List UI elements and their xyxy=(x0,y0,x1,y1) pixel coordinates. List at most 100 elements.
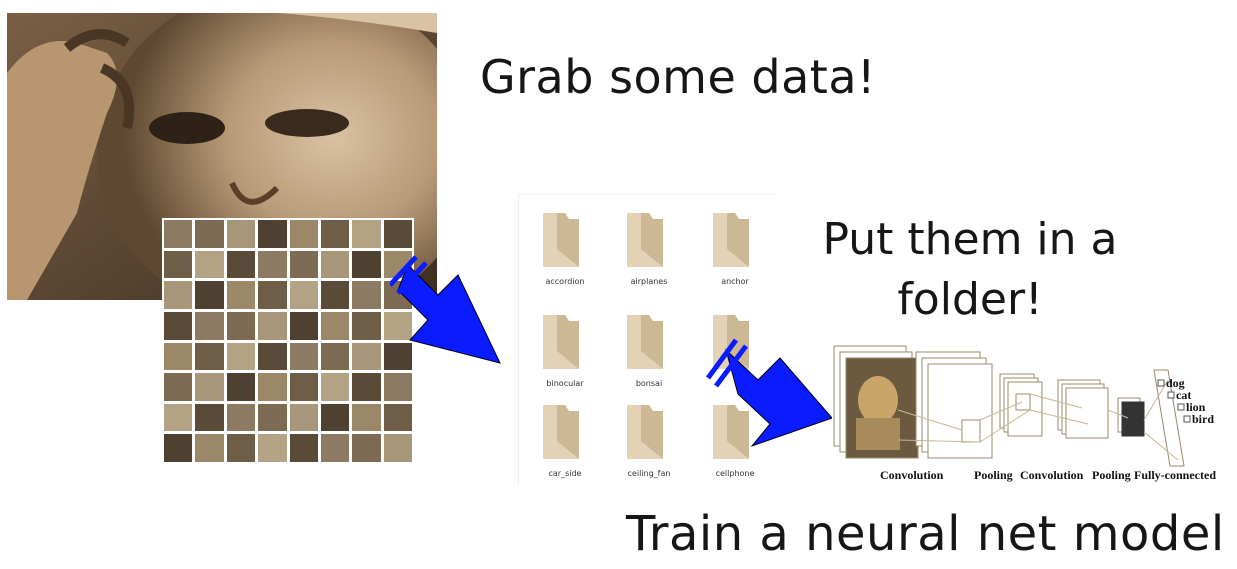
folder-item[interactable]: airplanes xyxy=(609,209,689,299)
thumbnail-image xyxy=(352,434,381,462)
folder-label: binocular xyxy=(546,379,584,388)
thumbnail-image xyxy=(195,311,224,340)
class-label: lion xyxy=(1186,400,1206,414)
thumbnail-image xyxy=(164,342,193,371)
thumbnail-image xyxy=(258,281,287,309)
folder-item[interactable]: bonsai xyxy=(609,311,689,401)
thumbnail-image xyxy=(289,311,318,340)
arrow-to-model-icon xyxy=(706,338,833,448)
headline-grab-data: Grab some data! xyxy=(480,50,876,104)
folder-icon xyxy=(713,405,749,459)
thumbnail-image xyxy=(258,220,287,248)
folder-label: car_side xyxy=(548,469,582,478)
thumbnail-image xyxy=(258,311,287,340)
thumbnail-image xyxy=(226,434,256,462)
layer-label: Convolution xyxy=(880,468,944,482)
arrow-to-folder-icon xyxy=(390,255,501,364)
thumbnail-image xyxy=(289,250,318,279)
class-label: bird xyxy=(1192,412,1215,426)
thumbnail-image xyxy=(164,281,193,309)
folder-item[interactable]: anchor xyxy=(695,209,775,299)
class-label: cat xyxy=(1176,388,1192,402)
folder-icon xyxy=(543,315,579,369)
folder-label: airplanes xyxy=(630,277,668,286)
folder-item[interactable]: accordion xyxy=(525,209,605,299)
thumbnail-image xyxy=(352,311,381,340)
thumbnail-image xyxy=(195,434,224,462)
thumbnail-image xyxy=(352,220,381,248)
folder-icon xyxy=(627,315,663,369)
thumbnail-image xyxy=(352,281,381,309)
thumbnail-image xyxy=(289,434,318,462)
thumbnail-image xyxy=(320,250,350,279)
thumbnail-image xyxy=(164,434,193,462)
thumbnail-image xyxy=(195,403,224,432)
thumbnail-image xyxy=(289,373,318,401)
thumbnail-image xyxy=(289,281,318,309)
folder-icon xyxy=(627,405,663,459)
thumbnail-image xyxy=(195,342,224,371)
thumbnail-image xyxy=(195,281,224,309)
folder-label: anchor xyxy=(721,277,749,286)
thumbnail-image xyxy=(352,403,381,432)
thumbnail-image xyxy=(320,220,350,248)
thumbnail-image xyxy=(195,373,224,401)
thumbnail-image xyxy=(226,342,256,371)
folder-icon xyxy=(627,213,663,267)
thumbnail-image xyxy=(258,250,287,279)
thumbnail-image xyxy=(164,220,193,248)
folder-icon xyxy=(713,213,749,267)
folder-item[interactable]: ceiling_fan xyxy=(609,401,689,491)
thumbnail-image xyxy=(320,281,350,309)
layer-label: Pooling xyxy=(1092,468,1131,482)
thumbnail-image xyxy=(226,403,256,432)
class-label: dog xyxy=(1166,376,1185,390)
thumbnail-image xyxy=(383,342,412,371)
thumbnail-image xyxy=(383,220,412,248)
thumbnail-image xyxy=(164,311,193,340)
thumbnail-image xyxy=(320,434,350,462)
thumbnail-image xyxy=(383,403,412,432)
headline-put-in-folder: Put them in a folder! xyxy=(822,214,1118,325)
thumbnail-image xyxy=(258,403,287,432)
thumbnail-image xyxy=(258,434,287,462)
thumbnail-image xyxy=(258,342,287,371)
thumbnail-image xyxy=(320,373,350,401)
folder-label: accordion xyxy=(545,277,585,286)
layer-label: Pooling xyxy=(974,468,1013,482)
thumbnail-image xyxy=(289,342,318,371)
image-thumbnail-grid xyxy=(162,218,414,464)
thumbnail-image xyxy=(320,311,350,340)
folder-item[interactable]: cellphone xyxy=(695,401,775,491)
folder-icon xyxy=(543,405,579,459)
layer-label: Convolution xyxy=(1020,468,1084,482)
thumbnail-image xyxy=(352,342,381,371)
thumbnail-image xyxy=(383,373,412,401)
thumbnail-image xyxy=(195,250,224,279)
folder-icon xyxy=(543,213,579,267)
folder-label: bonsai xyxy=(635,379,663,388)
thumbnail-image xyxy=(226,311,256,340)
folder-label: ceiling_fan xyxy=(627,469,671,478)
thumbnail-image xyxy=(320,403,350,432)
thumbnail-image xyxy=(164,250,193,279)
folder-label: cellphone xyxy=(715,469,755,478)
thumbnail-image xyxy=(258,373,287,401)
folder-item[interactable]: car_side xyxy=(525,401,605,491)
layer-label: Fully-connected xyxy=(1134,468,1216,482)
thumbnail-image xyxy=(383,311,412,340)
thumbnail-image xyxy=(289,403,318,432)
thumbnail-image xyxy=(164,403,193,432)
thumbnail-image xyxy=(320,342,350,371)
folder-item[interactable]: binocular xyxy=(525,311,605,401)
thumbnail-image xyxy=(226,373,256,401)
thumbnail-image xyxy=(226,250,256,279)
thumbnail-image xyxy=(289,220,318,248)
thumbnail-image xyxy=(195,220,224,248)
headline-train-model: Train a neural net model xyxy=(626,506,1225,562)
thumbnail-image xyxy=(352,373,381,401)
image-folder-window: accordion airplanes anchor binocular bonsai c… xyxy=(518,194,775,485)
thumbnail-image xyxy=(164,373,193,401)
cnn-diagram: dog cat lion bird Convolution Pooling Co… xyxy=(832,340,1222,486)
thumbnail-image xyxy=(226,220,256,248)
